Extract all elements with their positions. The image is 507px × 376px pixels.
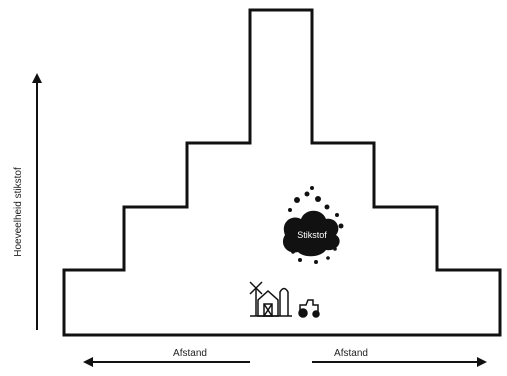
x-axis-right-label: Afstand xyxy=(334,348,368,359)
farm-icon xyxy=(249,281,292,317)
cloud-label: Stikstof xyxy=(297,230,327,240)
nitrogen-cloud-icon: Stikstof xyxy=(282,186,344,264)
stepped-pyramid-outline xyxy=(62,8,502,337)
tractor-icon xyxy=(298,299,320,318)
y-axis-label: Hoeveelheid stikstof xyxy=(13,167,24,257)
x-axis-left-label: Afstand xyxy=(173,348,207,359)
